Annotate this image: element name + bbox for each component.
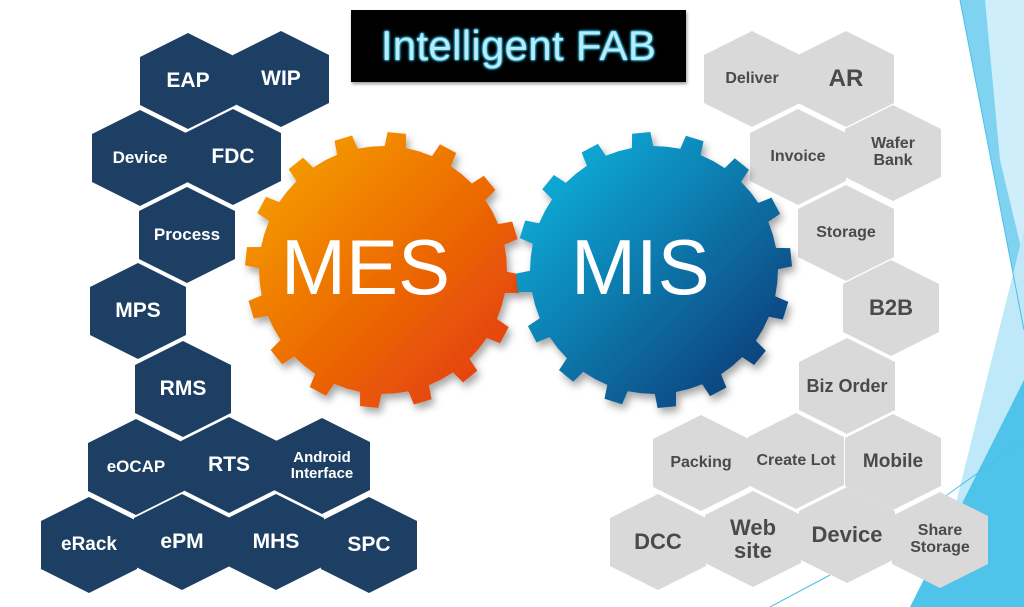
mis-module-hex[interactable]: Packing <box>653 415 749 511</box>
mes-module-label: eOCAP <box>106 457 166 477</box>
mes-module-label: MPS <box>115 298 161 322</box>
mis-module-label: Web site <box>729 514 777 563</box>
mes-module-hex[interactable]: Process <box>139 187 235 283</box>
mes-module-hex[interactable]: MPS <box>90 263 186 359</box>
mes-module-label: Android Interface <box>290 449 354 482</box>
mis-module-hex[interactable]: Biz Order <box>799 338 895 434</box>
mis-module-label: AR <box>828 65 864 93</box>
mis-module-hex[interactable]: Share Storage <box>892 492 988 588</box>
mes-module-label: FDC <box>211 144 255 168</box>
mes-module-hex[interactable]: EAP <box>140 33 236 129</box>
deco-shape-2 <box>985 0 1024 260</box>
mis-module-hex[interactable]: Device <box>799 487 895 583</box>
mes-module-hex[interactable]: Android Interface <box>274 418 370 514</box>
mis-module-label: Deliver <box>725 69 779 87</box>
mis-module-label: Mobile <box>862 451 924 473</box>
mes-module-label: WIP <box>261 66 301 90</box>
mis-module-hex[interactable]: Invoice <box>750 109 846 205</box>
mis-module-label: Create Lot <box>756 451 836 469</box>
mis-module-hex[interactable]: AR <box>798 31 894 127</box>
mis-module-label: Device <box>811 522 883 548</box>
mes-module-hex[interactable]: RMS <box>135 341 231 437</box>
mes-module-label: SPC <box>347 532 391 556</box>
mis-gear[interactable] <box>516 132 792 408</box>
mes-module-hex[interactable]: MHS <box>228 494 324 590</box>
deco-line-1 <box>959 0 1024 331</box>
deco-line-2 <box>939 439 1024 501</box>
mes-module-label: ePM <box>160 529 204 553</box>
mes-module-label: Device <box>112 148 168 168</box>
mes-module-label: eRack <box>61 534 117 556</box>
mes-module-label: MHS <box>252 529 300 553</box>
mes-module-hex[interactable]: ePM <box>134 494 230 590</box>
mes-gear-label: MES <box>281 223 451 311</box>
mis-module-hex[interactable]: DCC <box>610 494 706 590</box>
mes-module-hex[interactable]: Device <box>92 110 188 206</box>
mis-module-label: Packing <box>670 453 732 471</box>
mes-module-hex[interactable]: FDC <box>185 109 281 205</box>
mis-module-label: Share Storage <box>910 522 970 556</box>
mes-gear[interactable] <box>245 132 521 408</box>
mis-module-label: B2B <box>868 295 913 321</box>
mes-module-hex[interactable]: eRack <box>41 497 137 593</box>
mis-module-label: Storage <box>816 223 876 241</box>
mis-module-label: DCC <box>634 529 682 555</box>
mis-module-label: Invoice <box>770 147 826 165</box>
mes-module-hex[interactable]: RTS <box>181 417 277 513</box>
mes-module-hex[interactable]: SPC <box>321 497 417 593</box>
mes-module-label: RTS <box>208 452 250 476</box>
mes-module-label: EAP <box>166 68 210 92</box>
mes-module-hex[interactable]: eOCAP <box>88 419 184 515</box>
mis-module-hex[interactable]: B2B <box>843 260 939 356</box>
page-title: Intelligent FAB <box>380 22 657 69</box>
mes-module-hex[interactable]: WIP <box>233 31 329 127</box>
mis-module-label: Biz Order <box>806 375 888 396</box>
mis-module-hex[interactable]: Create Lot <box>748 413 844 509</box>
mis-module-hex[interactable]: Wafer Bank <box>845 105 941 201</box>
title-banner: Intelligent FAB <box>351 10 686 82</box>
mis-module-label: Wafer Bank <box>871 135 915 169</box>
mis-module-hex[interactable]: Storage <box>798 185 894 281</box>
mis-gear-label: MIS <box>571 223 710 311</box>
mes-module-label: Process <box>153 225 221 245</box>
mes-module-label: RMS <box>159 376 207 400</box>
mis-module-hex[interactable]: Deliver <box>704 31 800 127</box>
deco-line-3 <box>769 574 831 607</box>
mis-module-hex[interactable]: Web site <box>705 491 801 587</box>
